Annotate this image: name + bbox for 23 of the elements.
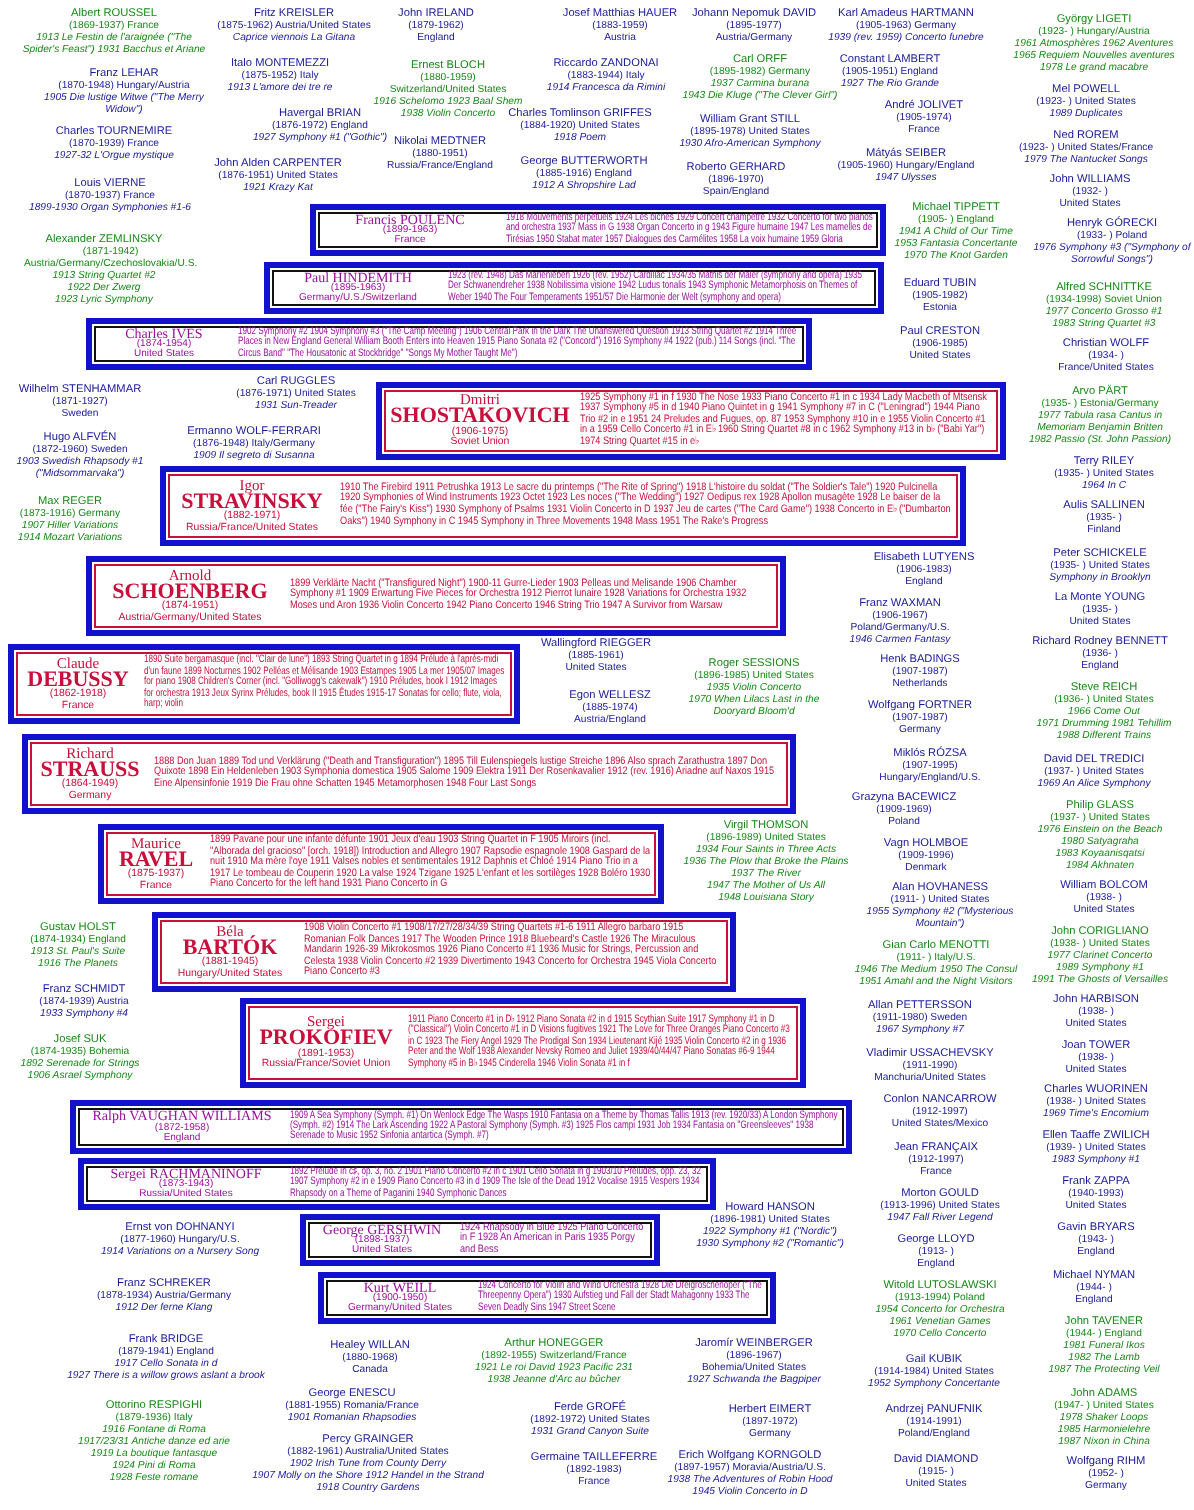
composer-panel: [310, 204, 886, 256]
composer-panel: [8, 644, 520, 724]
composer-panel: [376, 382, 1006, 460]
composer-panel: [240, 998, 806, 1088]
composer-panel: [98, 824, 664, 904]
composer-panel: [160, 466, 966, 546]
composer-panel: [318, 1272, 776, 1324]
composer-panel: [70, 1100, 852, 1154]
composer-panel: [152, 912, 736, 992]
composer-surname: PROKOFIEV: [259, 1028, 393, 1050]
composer-surname: SCHOENBERG: [112, 581, 268, 603]
composer-panel: [86, 318, 812, 370]
composer-panel: [78, 1158, 716, 1210]
composer-surname: RAVEL: [118, 849, 194, 871]
composer-panel: [86, 556, 786, 636]
composer-surname: SHOSTAKOVICH: [390, 406, 570, 428]
composer-surname: STRAUSS: [40, 759, 140, 781]
composer-panel: [22, 734, 796, 814]
composer-surname: STRAVINSKY: [181, 491, 323, 513]
composer-panel: [264, 262, 884, 314]
composer-surname: BARTÓK: [182, 937, 278, 959]
composer-surname: DEBUSSY: [27, 669, 129, 691]
composer-panel: [300, 1214, 660, 1266]
